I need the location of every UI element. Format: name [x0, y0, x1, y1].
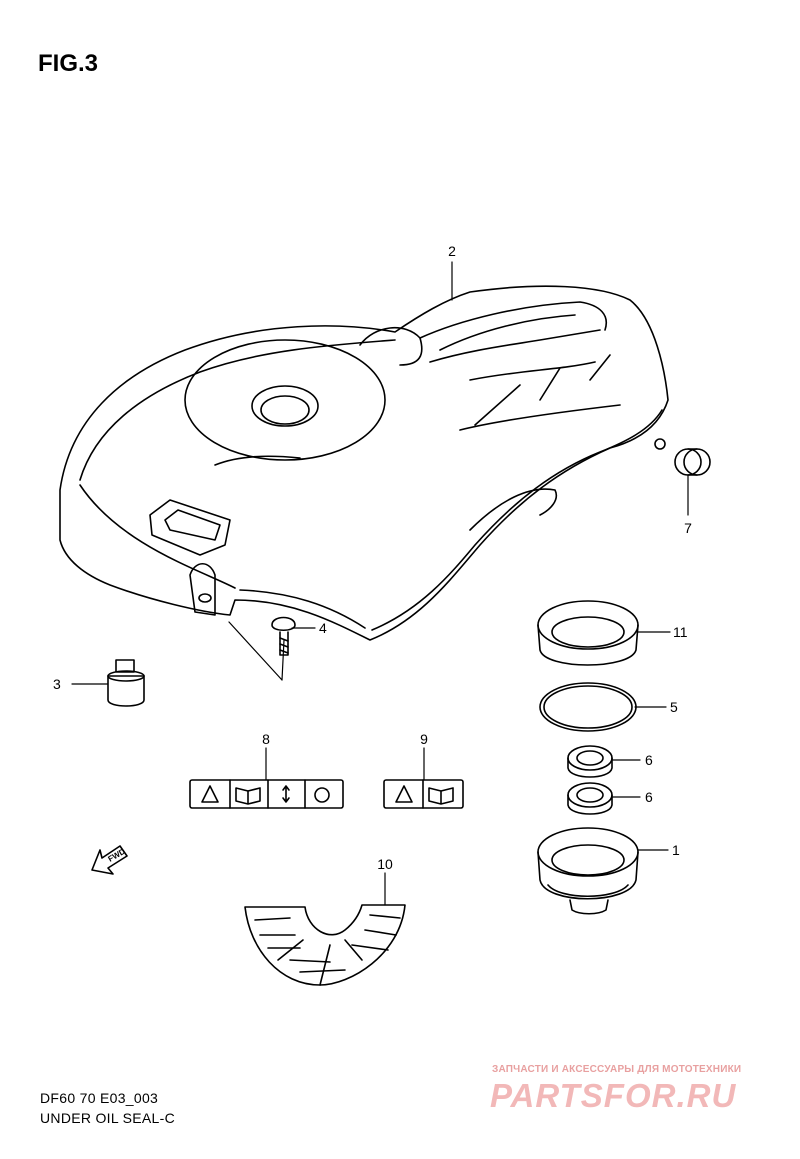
- under-cover-part: [59, 285, 669, 641]
- leader-lines: [71, 261, 689, 906]
- warning-label-9: [383, 779, 464, 809]
- callout-7: 7: [684, 520, 692, 536]
- callout-11: 11: [673, 624, 688, 640]
- figure-code: DF60 70 E03_003: [40, 1090, 159, 1106]
- callout-6-a: 6: [645, 752, 653, 768]
- forward-arrow-icon: [91, 845, 128, 875]
- gasket-part: [244, 904, 406, 986]
- callout-10: 10: [377, 856, 393, 872]
- callout-1: 1: [672, 842, 680, 858]
- watermark-logo: PARTSFOR.RU: [490, 1077, 737, 1114]
- callout-4: 4: [319, 620, 327, 636]
- warning-label-8: [189, 779, 344, 809]
- callout-6-b: 6: [645, 789, 653, 805]
- plug-part: [107, 659, 145, 707]
- grommet-part: [674, 448, 711, 476]
- callout-8: 8: [262, 731, 270, 747]
- seal-housing-part: [537, 600, 639, 666]
- callout-2: 2: [448, 243, 456, 259]
- callout-3: 3: [53, 676, 61, 692]
- figure-title: FIG.3: [38, 50, 99, 77]
- callout-5: 5: [670, 699, 678, 715]
- o-ring-part: [539, 682, 637, 732]
- screw-part: [271, 616, 296, 656]
- watermark-subtitle: ЗАПЧАСТИ И АКСЕССУАРЫ ДЛЯ МОТОТЕХНИКИ: [492, 1064, 742, 1075]
- oil-seal-part-b: [567, 782, 613, 815]
- callout-9: 9: [420, 731, 428, 747]
- figure-name: UNDER OIL SEAL-C: [40, 1110, 175, 1126]
- oil-seal-part-a: [567, 745, 613, 778]
- seal-cap-part: [537, 827, 639, 915]
- figure-caption: DF60 70 E03_003 UNDER OIL SEAL-C: [40, 1088, 175, 1128]
